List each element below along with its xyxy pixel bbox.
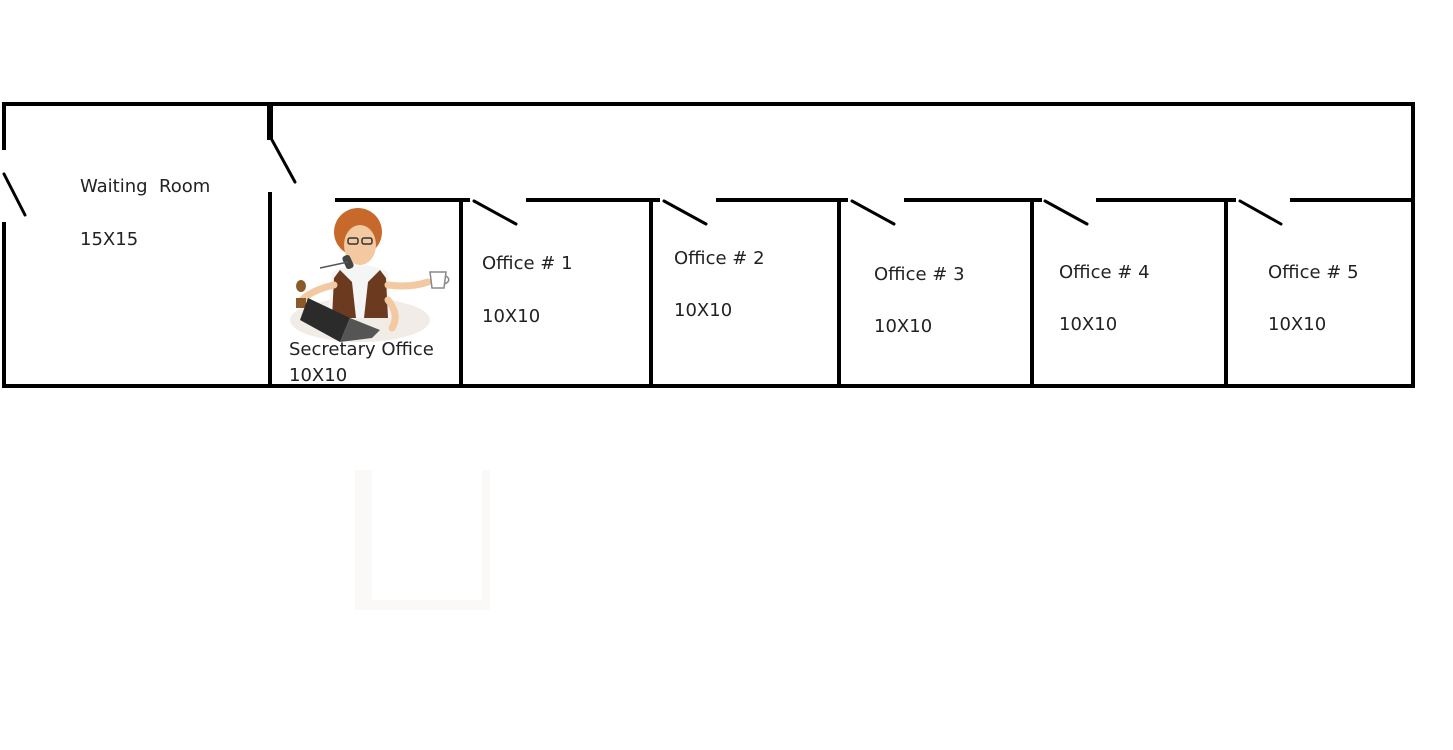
door-office2 <box>662 199 708 226</box>
office1-name: Office # 1 <box>482 253 573 274</box>
waiting-room-size: 15X15 <box>80 229 138 250</box>
door-entrance <box>2 172 27 217</box>
secretary-office-name: Secretary Office <box>289 339 434 360</box>
door-office3 <box>850 199 896 226</box>
doors <box>2 138 1283 226</box>
office5-name: Office # 5 <box>1268 262 1359 283</box>
office2-size: 10X10 <box>674 300 732 321</box>
office-partitions <box>459 198 1228 388</box>
office5-size: 10X10 <box>1268 314 1326 335</box>
office2-name: Office # 2 <box>674 248 765 269</box>
office1-size: 10X10 <box>482 306 540 327</box>
room-labels: Waiting Room 15X15 Secretary Office 10X1… <box>80 176 1359 386</box>
secretary-illustration-icon <box>290 208 450 342</box>
office3-size: 10X10 <box>874 316 932 337</box>
office3-name: Office # 3 <box>874 264 965 285</box>
door-office4 <box>1043 199 1089 226</box>
door-waiting-room <box>270 138 297 184</box>
outer-walls <box>2 102 1415 388</box>
office4-name: Office # 4 <box>1059 262 1150 283</box>
waiting-room-name: Waiting Room <box>80 176 210 197</box>
door-office5 <box>1238 199 1283 226</box>
office4-size: 10X10 <box>1059 314 1117 335</box>
secretary-office-size: 10X10 <box>289 365 347 386</box>
door-office1 <box>472 199 518 226</box>
faint-artifact <box>355 470 490 610</box>
